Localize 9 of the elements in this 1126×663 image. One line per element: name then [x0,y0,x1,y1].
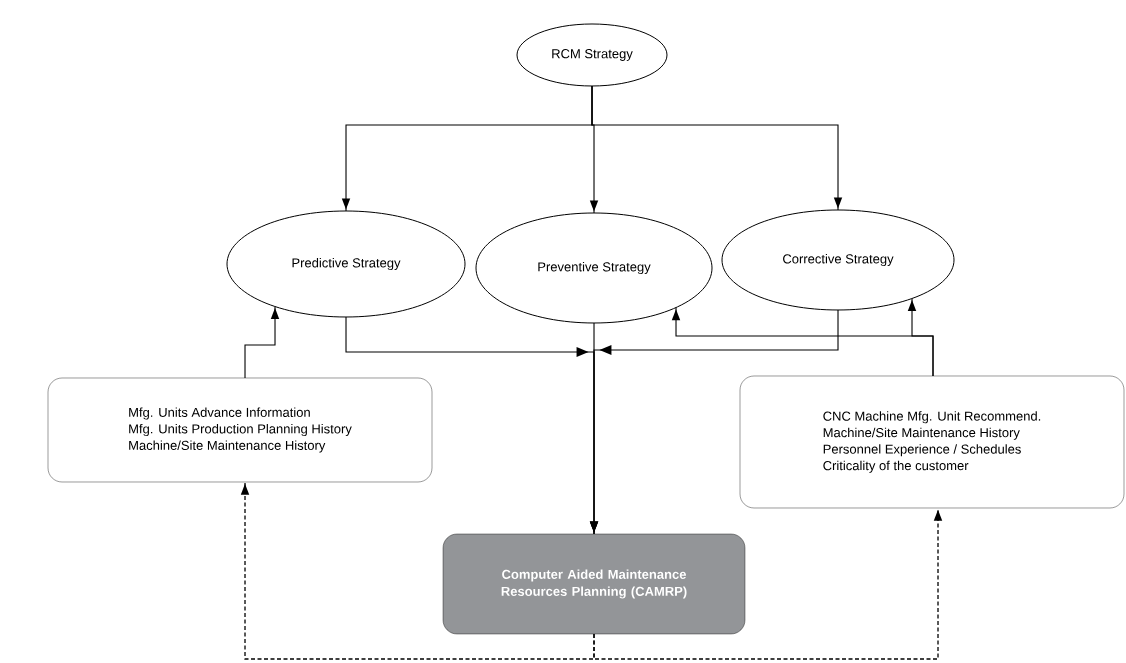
arrow [907,297,934,377]
info-box: CNC Machine Mfg. Unit Recommend. Machine/Site Maintenance History Personnel Experience / Schedules Criticality of the customer [739,375,1125,509]
system-box: Computer Aided Maintenance Resources Planning (CAMRP) [442,533,746,635]
info-box: Mfg. Units Advance Information Mfg. Units Production Planning History Machine/Site Maintenance History [47,377,433,483]
arrow [593,507,943,660]
arrow [240,481,595,660]
arrow [591,85,843,211]
arrow [244,305,280,379]
arrow [589,309,839,535]
